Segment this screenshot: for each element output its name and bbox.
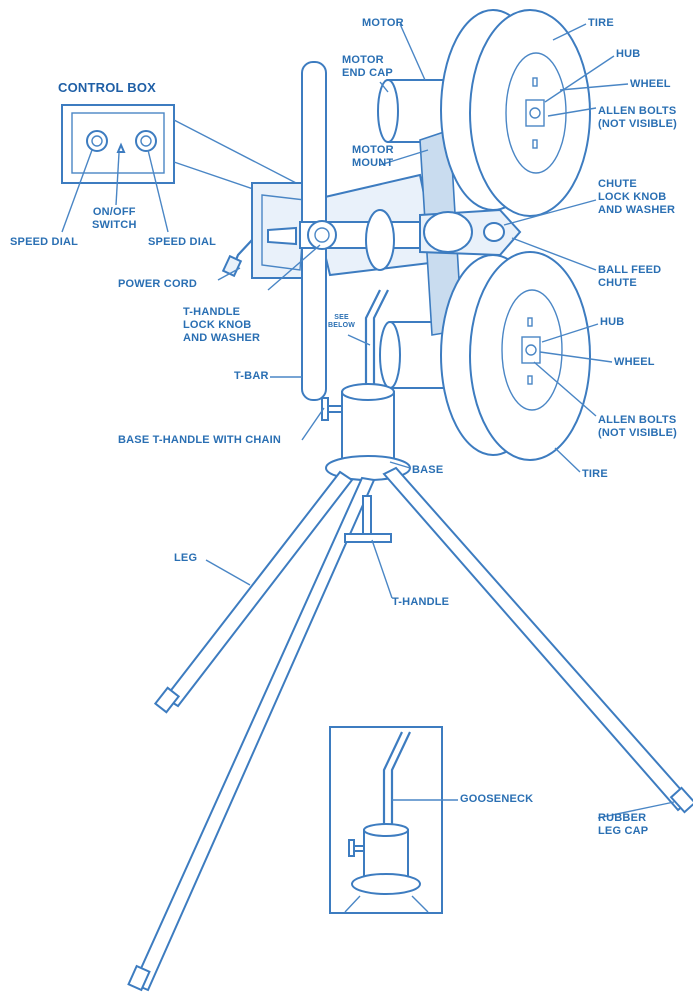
label-power-cord: POWER CORD [118,278,197,290]
label-see-below: SEE BELOW [328,314,356,329]
speed-dial-right-knob [135,130,157,152]
gooseneck-pipe [372,289,389,392]
label-tire-top: TIRE [588,17,614,29]
gooseneck-inset [329,726,443,914]
power-cord [221,239,253,278]
chute-lock-knob [483,222,505,242]
label-ball-feed: BALL FEED CHUTE [598,264,662,289]
leg-left [163,470,354,708]
label-wheel-top: WHEEL [630,78,671,90]
motor-bottom [379,321,457,389]
label-hub-top: HUB [616,48,641,60]
label-control-box: CONTROL BOX [58,80,157,95]
label-on-off-switch: ON/OFF SWITCH [92,206,137,231]
label-motor-mount: MOTOR MOUNT [352,144,394,169]
label-leg: LEG [174,552,198,564]
label-hub-bottom: HUB [600,316,625,328]
t-handle [344,495,392,543]
rubber-leg-cap [669,786,693,814]
tire-top [440,9,591,217]
label-allen-bottom: ALLEN BOLTS (NOT VISIBLE) [598,414,677,439]
hub-bottom [521,336,541,364]
label-t-handle: T-HANDLE [392,596,450,608]
label-motor: MOTOR [362,17,404,29]
label-t-bar: T-BAR [234,370,269,382]
label-gooseneck: GOOSENECK [460,793,534,805]
label-allen-top: ALLEN BOLTS (NOT VISIBLE) [598,105,677,130]
label-t-handle-lock: T-HANDLE LOCK KNOB AND WASHER [183,306,261,344]
motor-end-cap [377,79,399,143]
label-chute-lock: CHUTE LOCK KNOB AND WASHER [598,178,676,216]
label-speed-dial-left: SPEED DIAL [10,236,79,248]
control-box [61,104,301,206]
label-base-t-handle: BASE T-HANDLE WITH CHAIN [118,434,282,446]
label-motor-end-cap: MOTOR END CAP [342,54,393,79]
tire-bottom [440,251,591,461]
on-off-switch-toggle [116,142,126,153]
label-wheel-bottom: WHEEL [614,356,655,368]
leg-front [132,476,376,992]
speed-dial-left-knob [86,130,108,152]
base [321,383,411,481]
t-handle-lock-knob [307,220,337,250]
label-rubber-leg-cap: RUBBER LEG CAP [598,812,649,837]
label-tire-bottom: TIRE [582,468,608,480]
hub-top [525,99,545,127]
leader-lines [61,23,675,819]
motor-top [377,79,455,143]
label-speed-dial-right: SPEED DIAL [148,236,217,248]
label-base: BASE [412,464,444,476]
ball-feed-chute [419,208,522,257]
legs [127,466,693,992]
